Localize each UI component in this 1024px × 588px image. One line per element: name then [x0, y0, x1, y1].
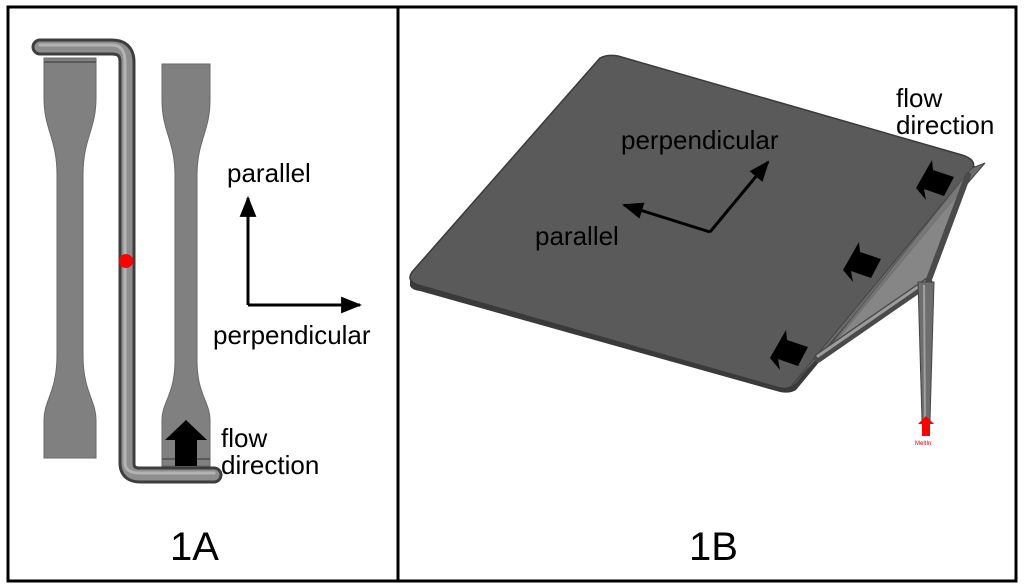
melt-inlet-label: MeltIn	[915, 441, 932, 447]
flow-arrow-icon	[165, 420, 207, 466]
runner-branch-sheen	[816, 278, 930, 358]
flow-arrow-icon-1	[770, 330, 808, 370]
flow-label-line2: direction	[221, 450, 320, 481]
perpendicular-label: perpendicular	[213, 320, 371, 350]
tensile-bar-right	[161, 63, 211, 467]
molded-plate	[409, 54, 975, 390]
flow-label-1b-line2: direction	[896, 110, 995, 141]
flow-direction-label: flow direction	[221, 423, 320, 481]
perpendicular-label-1b: perpendicular	[621, 125, 779, 155]
parallel-label-1b: parallel	[535, 221, 619, 251]
panel-1a-diagram	[31, 38, 363, 484]
injection-point	[119, 254, 133, 268]
flow-label-1b-line1: flow	[896, 83, 943, 113]
perpendicular-axis-arrow-1b	[708, 160, 770, 233]
melt-inlet-icon	[918, 416, 934, 436]
runner-branch	[813, 277, 933, 363]
parallel-label: parallel	[227, 158, 311, 188]
panel-1a-label: 1A	[170, 525, 219, 569]
flow-arrow-icon-2	[843, 242, 881, 282]
flow-arrow-icon-3	[916, 160, 954, 200]
flow-label-line1: flow	[221, 423, 268, 453]
runner-upper	[925, 172, 971, 285]
panel-1b-label: 1B	[689, 525, 738, 569]
flow-direction-label-1b: flow direction	[896, 83, 995, 141]
tensile-bar-left	[43, 57, 97, 459]
sprue-sheen	[923, 284, 926, 419]
panel-1b-diagram	[409, 54, 986, 436]
parallel-axis-arrow-1b	[621, 202, 711, 234]
